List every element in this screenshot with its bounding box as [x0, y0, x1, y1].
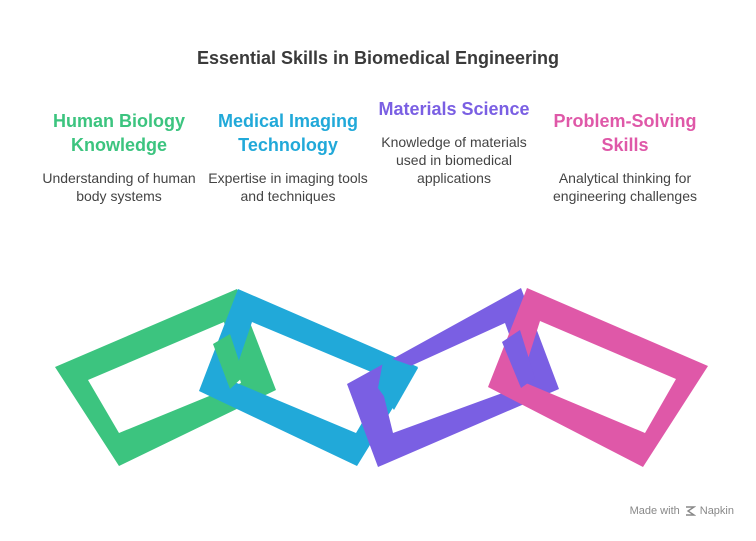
made-with-label: Made with	[629, 505, 680, 517]
napkin-logo-icon	[685, 506, 696, 516]
napkin-brand-label: Napkin	[699, 505, 734, 517]
skill-materials-science: Materials Science Knowledge of materials…	[374, 97, 534, 187]
skill-description: Expertise in imaging tools and technique…	[208, 170, 368, 204]
chain-link-pink	[488, 288, 708, 467]
chain-link-green	[55, 289, 276, 466]
skill-human-biology: Human Biology Knowledge Understanding of…	[39, 109, 199, 205]
skill-heading: Medical Imaging Technology	[217, 111, 359, 155]
chain-overlap-blue	[378, 356, 418, 410]
chain-overlap-green	[213, 334, 244, 389]
chain-overlap-purple	[502, 330, 535, 388]
skill-description: Analytical thinking for engineering chal…	[553, 170, 697, 204]
chain-link-purple	[347, 288, 559, 467]
skill-heading: Materials Science	[378, 99, 530, 119]
skill-heading: Problem-Solving Skills	[553, 111, 697, 155]
napkin-watermark: Made with Napkin	[630, 505, 734, 517]
skill-problem-solving: Problem-Solving Skills Analytical thinki…	[545, 109, 705, 205]
diagram-title: Essential Skills in Biomedical Engineeri…	[196, 48, 560, 68]
skill-description: Knowledge of materials used in biomedica…	[381, 134, 527, 186]
skill-heading: Human Biology Knowledge	[52, 111, 185, 155]
skill-description: Understanding of human body systems	[42, 170, 196, 204]
skill-medical-imaging: Medical Imaging Technology Expertise in …	[208, 109, 368, 205]
